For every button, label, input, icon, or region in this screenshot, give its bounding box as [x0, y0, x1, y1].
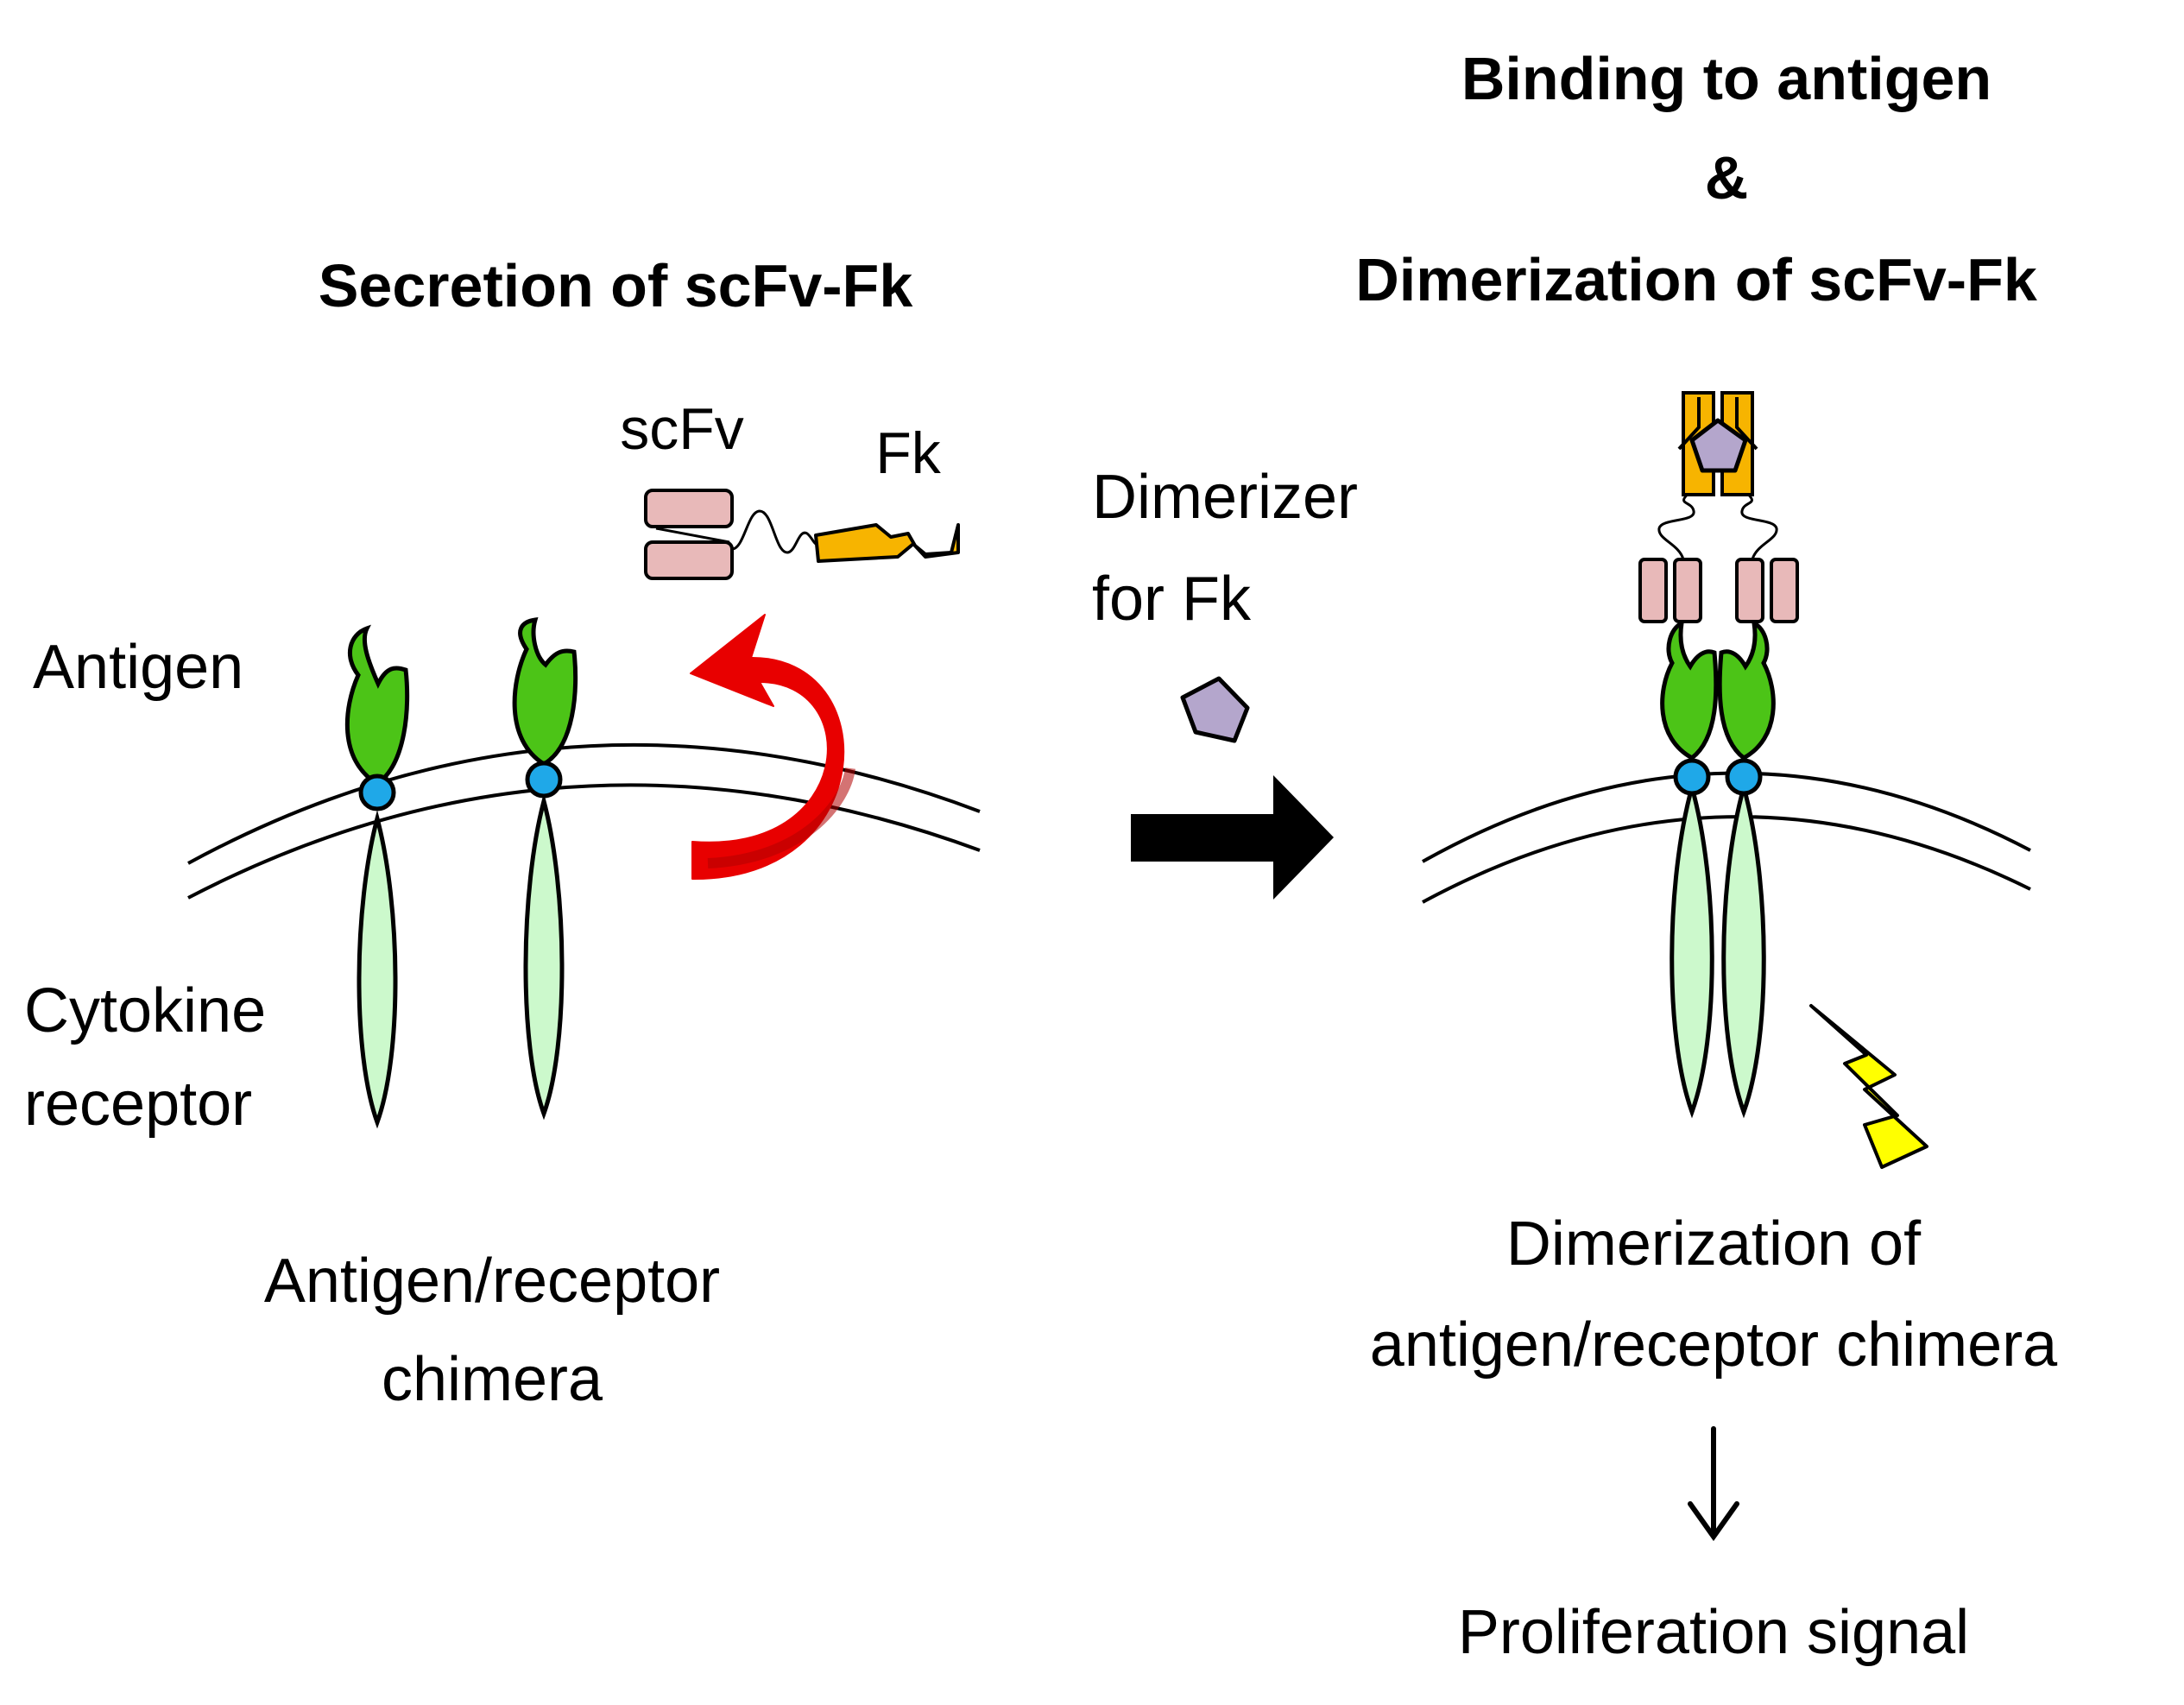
fk-domain	[814, 523, 960, 563]
process-arrow	[1131, 775, 1334, 900]
bound-scfv-pair-right	[1735, 558, 1799, 623]
scfv-block-lower	[644, 540, 734, 580]
label-cytokine: Cytokine	[24, 976, 266, 1045]
cytokine-receptor-domain	[523, 793, 565, 1121]
right-title-line3: Dimerization of scFv-Fk	[1355, 246, 2037, 313]
antigen-domain	[344, 624, 410, 786]
outcome-label: Proliferation signal	[1458, 1598, 1969, 1667]
flexible-linker	[731, 509, 817, 554]
fk-dimer	[1677, 391, 1758, 496]
down-arrow	[1688, 1426, 1739, 1542]
dimerizer-label-line1: Dimerizer	[1092, 463, 1358, 532]
bound-dimerizer	[1689, 418, 1748, 473]
label-antigen: Antigen	[33, 633, 243, 702]
junction-node	[525, 761, 563, 799]
cytokine-receptor-domain	[357, 810, 398, 1129]
scfv-block-upper	[644, 489, 734, 528]
dimerizer-label-line2: for Fk	[1092, 565, 1252, 634]
result-line2: antigen/receptor chimera	[1370, 1310, 2058, 1380]
junction-node	[358, 774, 396, 811]
dimer-linkers	[1657, 488, 1778, 560]
label-scfv: scFv	[620, 396, 744, 462]
result-line1: Dimerization of	[1506, 1209, 1922, 1279]
secretion-arrow	[690, 614, 855, 881]
dimerized-receptor-right	[1717, 619, 1776, 1119]
left-caption-line1: Antigen/receptor	[264, 1247, 720, 1316]
dimerized-receptor-left	[1660, 619, 1719, 1119]
receptor-chimera-1	[344, 624, 410, 1129]
left-title: Secretion of scFv-Fk	[319, 252, 913, 319]
dimerizer-molecule	[1180, 676, 1250, 743]
lightning-bolt-icon	[1809, 1004, 1928, 1169]
right-title-line2: &	[1705, 144, 1749, 212]
right-title-line1: Binding to antigen	[1461, 45, 1991, 112]
left-cell-membrane	[187, 742, 981, 900]
label-receptor: receptor	[24, 1070, 252, 1139]
bound-scfv-pair-left	[1638, 558, 1702, 623]
receptor-chimera-2	[512, 617, 578, 1121]
left-caption-line2: chimera	[382, 1345, 603, 1414]
scfv-linker	[655, 527, 730, 544]
scfv-fk-molecule	[644, 489, 960, 580]
antigen-domain	[512, 617, 578, 767]
label-fk: Fk	[875, 420, 942, 486]
